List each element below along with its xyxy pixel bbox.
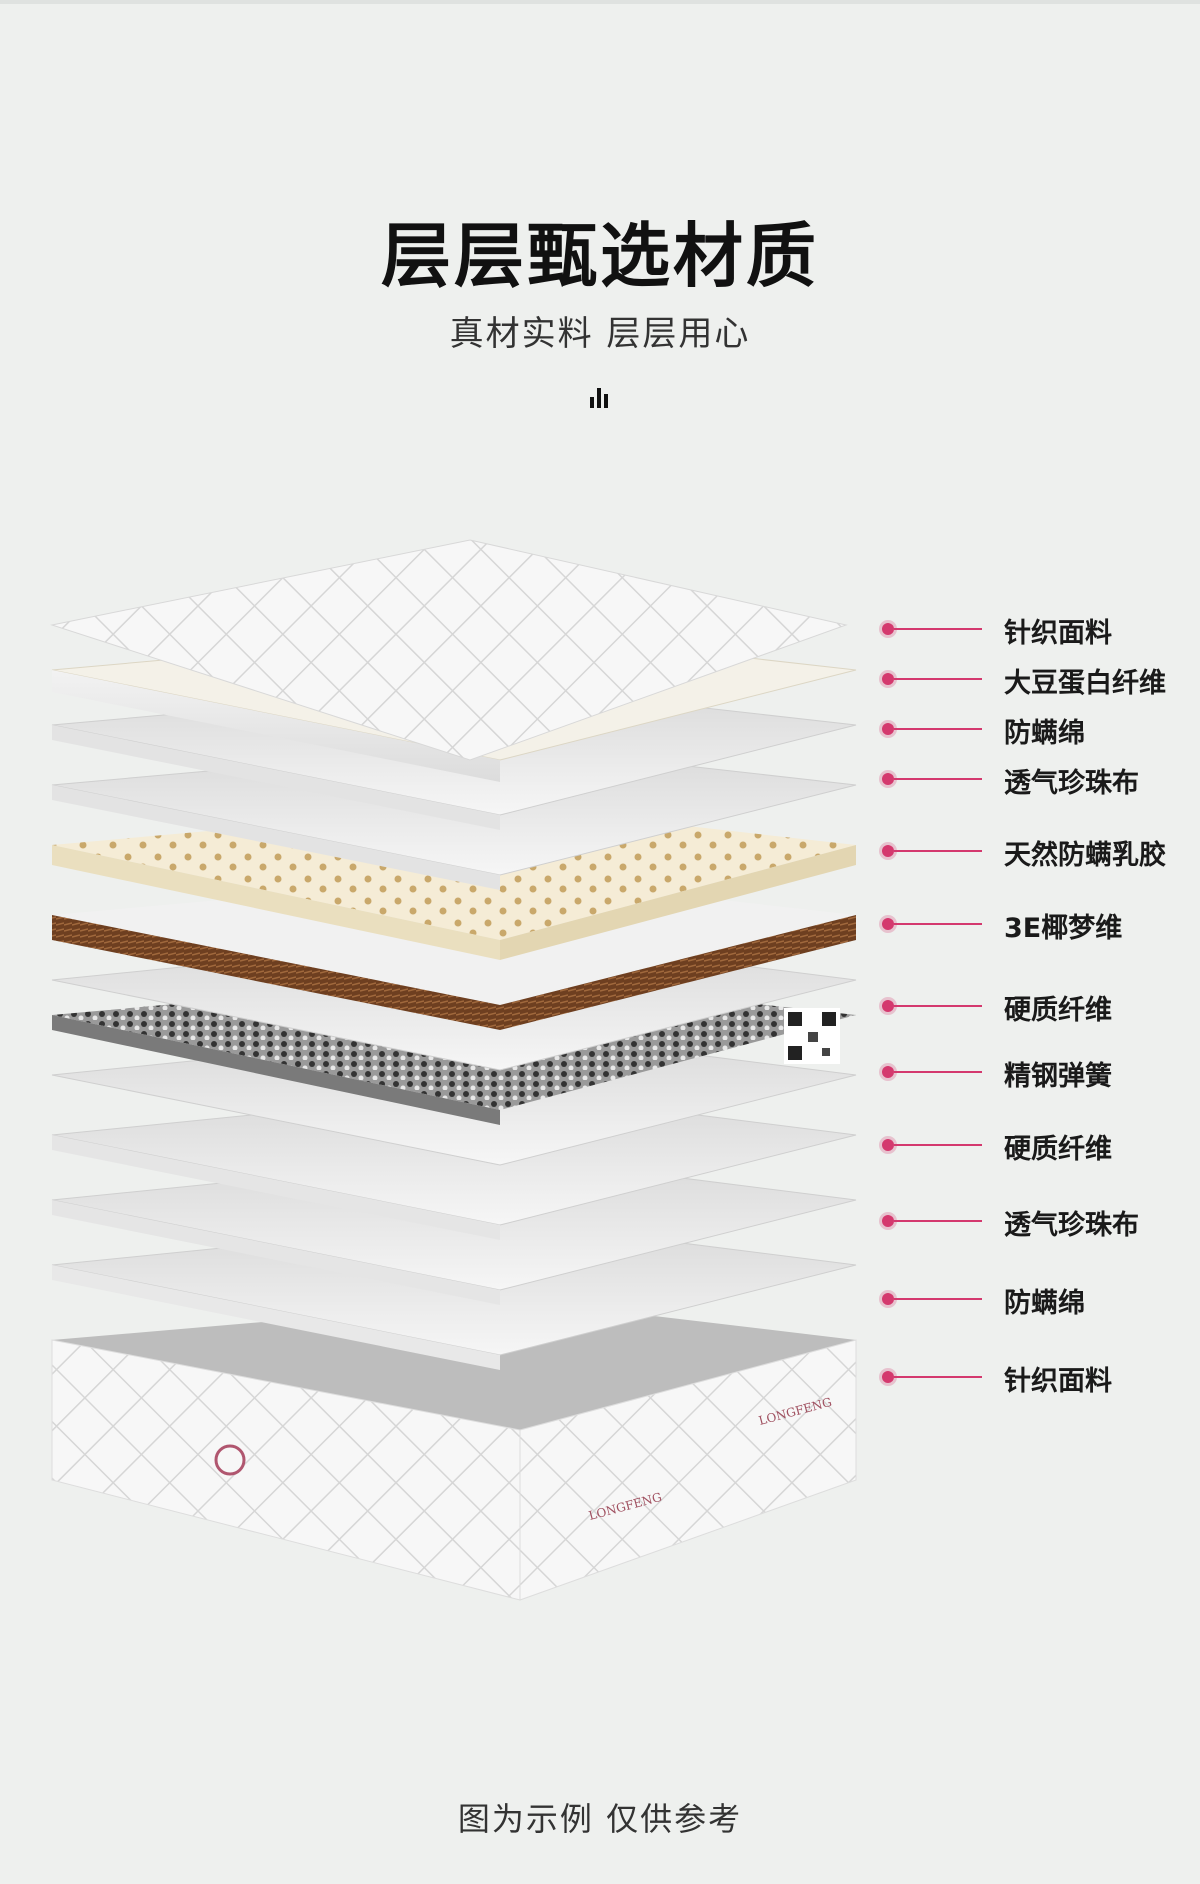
- layer-label: 透气珍珠布: [1004, 768, 1139, 799]
- top-divider: [0, 0, 1200, 4]
- label-row-8: 精钢弹簧: [880, 1057, 1200, 1092]
- label-row-5: 天然防螨乳胶: [880, 836, 1200, 871]
- label-row-6: 3E椰梦维: [880, 909, 1200, 944]
- layer-label: 硬质纤维: [1004, 995, 1112, 1026]
- layer-label: 防螨绵: [1004, 718, 1085, 749]
- leader-line: [894, 923, 982, 925]
- pointer-dot: [882, 1371, 894, 1383]
- leader-line: [894, 728, 982, 730]
- layer-label: 针织面料: [1004, 1366, 1112, 1397]
- layer-label: 透气珍珠布: [1004, 1210, 1139, 1241]
- pointer-dot: [882, 723, 894, 735]
- label-row-2: 大豆蛋白纤维: [880, 664, 1200, 699]
- label-row-3: 防螨绵: [880, 714, 1200, 749]
- page-title: 层层甄选材质: [381, 215, 819, 297]
- leader-line: [894, 1220, 982, 1222]
- label-row-7: 硬质纤维: [880, 991, 1200, 1026]
- pointer-dot: [882, 773, 894, 785]
- base-mattress: LONGFENG LONGFENG: [51, 1300, 857, 1601]
- pointer-dot: [882, 1066, 894, 1078]
- pointer-dot: [882, 918, 894, 930]
- layer-label: 3E椰梦维: [1004, 913, 1123, 944]
- leader-line: [894, 1298, 982, 1300]
- pointer-dot: [882, 623, 894, 635]
- pointer-dot: [882, 673, 894, 685]
- label-row-12: 针织面料: [880, 1362, 1200, 1397]
- mattress-layers-illustration: LONGFENG LONGFENG: [50, 539, 857, 1601]
- leader-line: [894, 1376, 982, 1378]
- leader-line: [894, 850, 982, 852]
- pointer-dot: [882, 1000, 894, 1012]
- pointer-dot: [882, 845, 894, 857]
- layer-label: 精钢弹簧: [1004, 1061, 1112, 1092]
- bar-chart-icon: [590, 388, 608, 408]
- layer-label: 大豆蛋白纤维: [1004, 668, 1166, 699]
- leader-line: [894, 628, 982, 630]
- disclaimer-note: 图为示例 仅供参考: [457, 1800, 743, 1838]
- page-subtitle: 真材实料 层层用心: [449, 314, 751, 354]
- leader-line: [894, 1071, 982, 1073]
- label-row-11: 防螨绵: [880, 1284, 1200, 1319]
- leader-line: [894, 1005, 982, 1007]
- pointer-dot: [882, 1293, 894, 1305]
- leader-line: [894, 678, 982, 680]
- label-row-10: 透气珍珠布: [880, 1206, 1200, 1241]
- label-row-1: 针织面料: [880, 614, 1200, 649]
- layer-knit-top: [50, 539, 848, 761]
- pointer-dot: [882, 1139, 894, 1151]
- layer-label: 防螨绵: [1004, 1288, 1085, 1319]
- layer-label: 硬质纤维: [1004, 1134, 1112, 1165]
- layer-label: 针织面料: [1004, 618, 1112, 649]
- leader-line: [894, 778, 982, 780]
- label-row-9: 硬质纤维: [880, 1130, 1200, 1165]
- leader-line: [894, 1144, 982, 1146]
- layer-label: 天然防螨乳胶: [1004, 840, 1166, 871]
- pointer-dot: [882, 1215, 894, 1227]
- label-row-4: 透气珍珠布: [880, 764, 1200, 799]
